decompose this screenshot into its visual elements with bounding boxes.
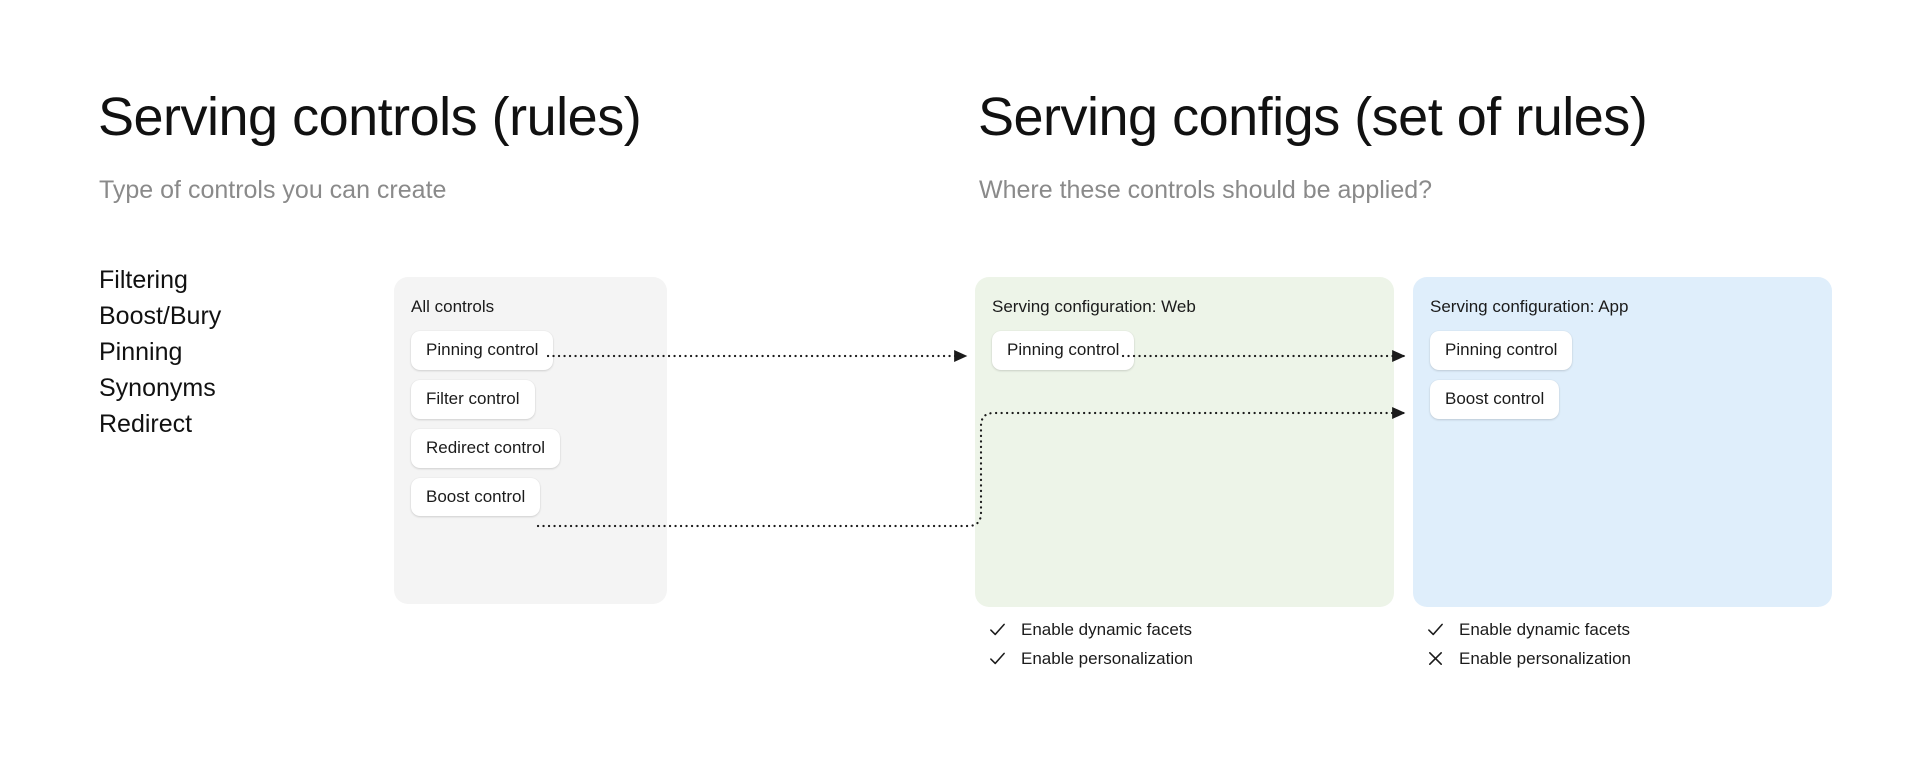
chip-boost-control[interactable]: Boost control [411, 477, 541, 517]
page-subtitle-serving-configs: Where these controls should be applied? [979, 176, 1433, 204]
check-icon [990, 623, 1005, 636]
control-types-list: Filtering Boost/Bury Pinning Synonyms Re… [99, 268, 221, 437]
list-item-synonyms: Synonyms [99, 374, 216, 402]
panel-serving-config-app: Serving configuration: App Pinning contr… [1413, 277, 1832, 607]
chip-redirect-control[interactable]: Redirect control [411, 428, 561, 468]
page-subtitle-serving-controls: Type of controls you can create [99, 176, 447, 204]
option-web-personalization[interactable]: Enable personalization [988, 649, 1193, 668]
option-label-web-personalization: Enable personalization [1021, 649, 1194, 668]
option-web-dynamic-facets[interactable]: Enable dynamic facets [988, 620, 1193, 639]
panel-serving-config-web: Serving configuration: Web Pinning contr… [975, 277, 1394, 607]
app-chip-group: Pinning control Boost control [1430, 331, 1573, 419]
chip-filter-control[interactable]: Filter control [411, 379, 535, 419]
page-title-serving-configs: Serving configs (set of rules) [978, 87, 1648, 147]
all-controls-chip-group: Pinning control Filter control Redirect … [411, 331, 561, 517]
list-item-pinning: Pinning [99, 338, 183, 366]
panel-title-all-controls: All controls [411, 297, 495, 316]
panel-all-controls: All controls Pinning control Filter cont… [394, 277, 667, 604]
check-icon [990, 652, 1005, 665]
option-app-dynamic-facets[interactable]: Enable dynamic facets [1426, 620, 1631, 639]
option-label-app-dynamic-facets: Enable dynamic facets [1459, 620, 1631, 639]
web-options-list: Enable dynamic facets Enable personaliza… [988, 620, 1193, 668]
option-app-personalization[interactable]: Enable personalization [1426, 649, 1631, 668]
option-label-app-personalization: Enable personalization [1459, 649, 1632, 668]
close-icon [1428, 651, 1443, 666]
chip-pinning-control[interactable]: Pinning control [411, 331, 554, 370]
page-title-serving-controls: Serving controls (rules) [98, 87, 642, 147]
list-item-filtering: Filtering [99, 266, 188, 294]
list-item-redirect: Redirect [99, 410, 193, 438]
web-chip-group: Pinning control [992, 331, 1135, 370]
list-item-boost-bury: Boost/Bury [99, 302, 222, 330]
panel-title-serving-config-web: Serving configuration: Web [992, 297, 1196, 316]
app-options-list: Enable dynamic facets Enable personaliza… [1426, 620, 1631, 668]
check-icon [1428, 623, 1443, 636]
chip-app-pinning-control[interactable]: Pinning control [1430, 331, 1573, 370]
chip-app-boost-control[interactable]: Boost control [1430, 379, 1560, 419]
option-label-web-dynamic-facets: Enable dynamic facets [1021, 620, 1193, 639]
chip-web-pinning-control[interactable]: Pinning control [992, 331, 1135, 370]
panel-title-serving-config-app: Serving configuration: App [1430, 297, 1629, 316]
